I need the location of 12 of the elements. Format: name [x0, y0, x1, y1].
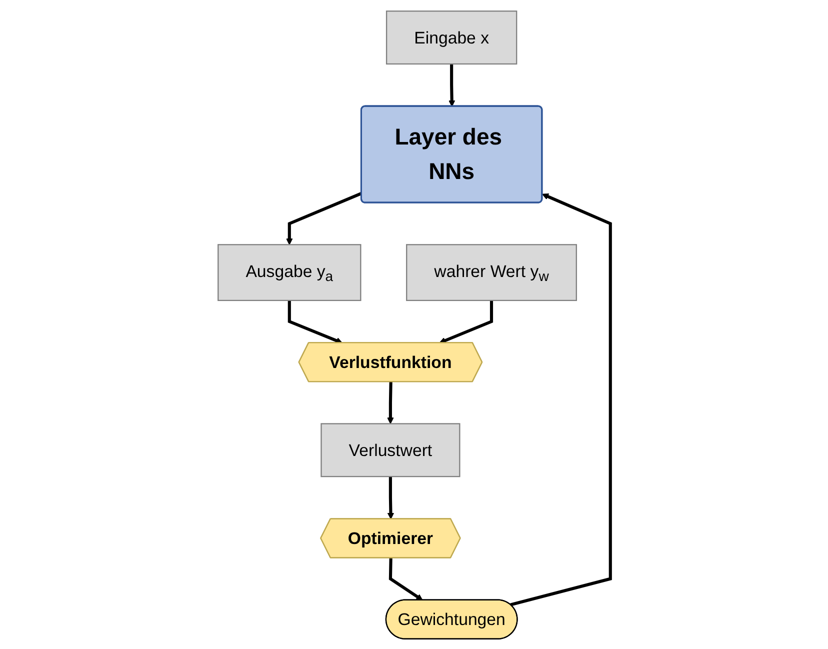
arrow: [386, 381, 394, 424]
arrow: [448, 63, 455, 106]
node-box: Eingabe x: [386, 10, 517, 64]
node-box: wahrer Wert y$_{w}$: [406, 244, 577, 301]
arrow: [288, 300, 342, 344]
arrow: [387, 476, 394, 519]
node-box: Ausgabe y$_{a}$: [217, 244, 361, 301]
arrow: [388, 558, 423, 600]
arrow: [286, 191, 362, 244]
arrow: [438, 300, 493, 344]
arrow: [510, 192, 612, 606]
node-box: Verlustwert: [320, 422, 460, 477]
